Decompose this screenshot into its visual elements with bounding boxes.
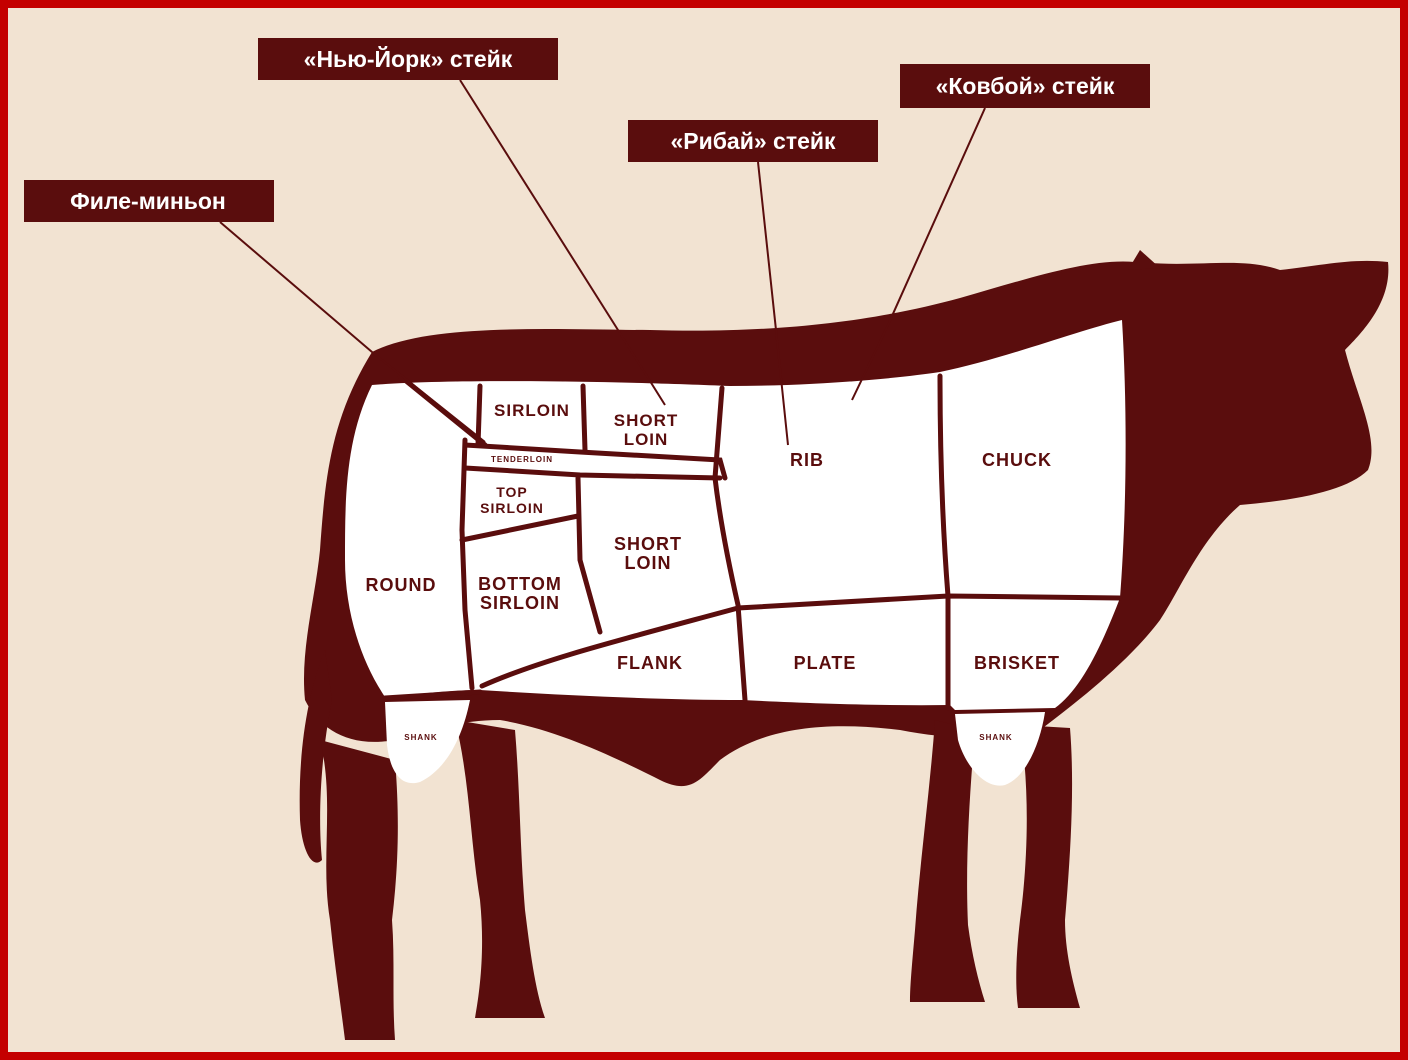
callout-filet-mignon-text: Филе-миньон <box>70 188 226 214</box>
label-round: ROUND <box>366 575 437 595</box>
cow-hind-leg-inner <box>455 720 545 1018</box>
label-rib: RIB <box>790 450 824 470</box>
label-short-loin-top-1: SHORT <box>614 411 679 430</box>
callout-cowboy: «Ковбой» стейк <box>900 64 1150 108</box>
label-short-loin-mid-1: SHORT <box>614 534 682 554</box>
label-top-sirloin-2: SIRLOIN <box>480 500 544 516</box>
callout-new-york: «Нью-Йорк» стейк <box>258 38 558 80</box>
label-sirloin: SIRLOIN <box>494 401 570 420</box>
cow-ear <box>1128 250 1160 270</box>
callout-ribeye-text: «Рибай» стейк <box>670 128 836 154</box>
divider-sirloin-right <box>583 386 585 450</box>
callout-new-york-text: «Нью-Йорк» стейк <box>304 45 513 72</box>
label-shank-hind: SHANK <box>404 733 437 742</box>
label-plate: PLATE <box>794 653 857 673</box>
label-bottom-sirloin-1: BOTTOM <box>478 574 562 594</box>
label-brisket: BRISKET <box>974 653 1060 673</box>
cow-fore-leg-inner <box>1016 725 1080 1008</box>
label-short-loin-top-2: LOIN <box>624 430 669 449</box>
cow-hind-leg-outer <box>320 740 398 1040</box>
label-bottom-sirloin-2: SIRLOIN <box>480 593 560 613</box>
label-flank: FLANK <box>617 653 683 673</box>
label-shank-fore: SHANK <box>979 733 1012 742</box>
beef-cuts-diagram: Филе-миньон «Нью-Йорк» стейк «Рибай» сте… <box>8 8 1400 1052</box>
label-top-sirloin-1: TOP <box>496 484 528 500</box>
label-chuck: CHUCK <box>982 450 1052 470</box>
label-tenderloin: TENDERLOIN <box>491 455 553 464</box>
callout-ribeye: «Рибай» стейк <box>628 120 878 162</box>
callout-filet-mignon: Филе-миньон <box>24 180 274 222</box>
callout-cowboy-text: «Ковбой» стейк <box>936 73 1115 99</box>
label-short-loin-mid-2: LOIN <box>625 553 672 573</box>
